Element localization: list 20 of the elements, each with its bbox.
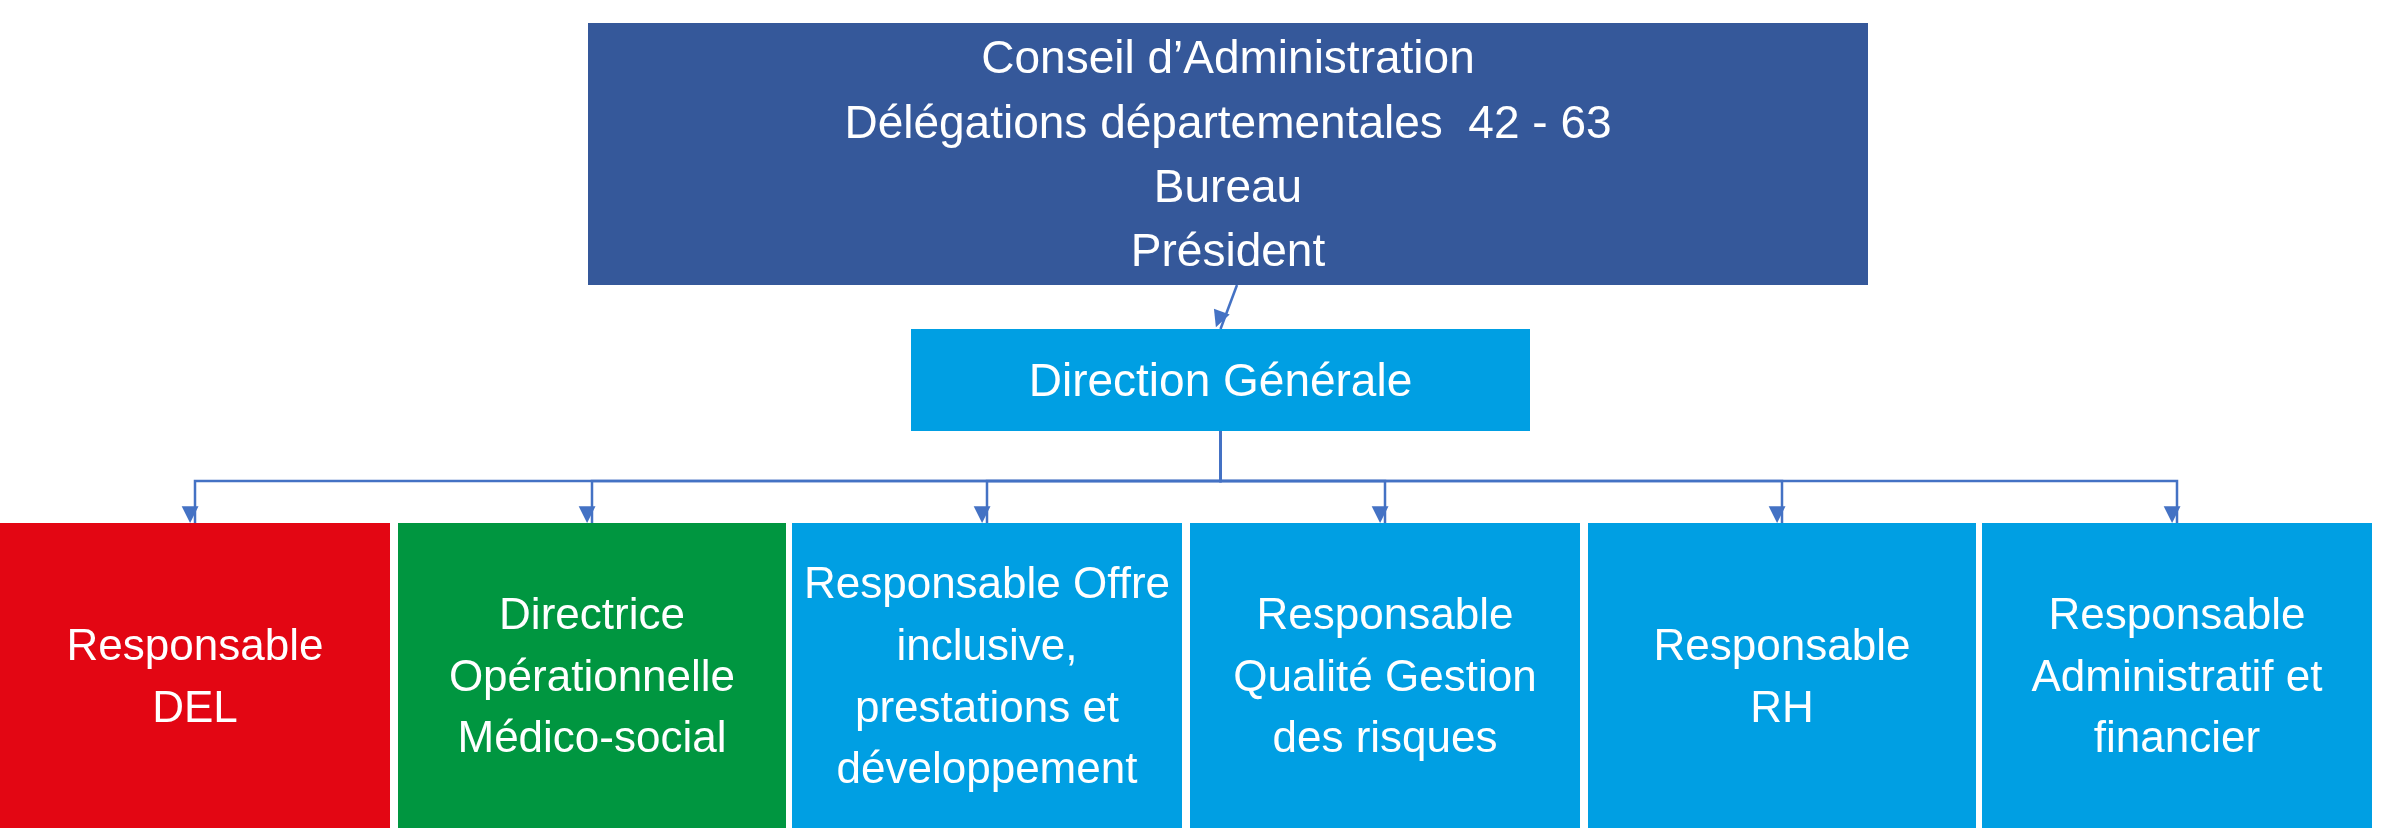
org-box [1982, 523, 2372, 828]
box-label: Responsable Qualité Gestion des risques [1232, 588, 1538, 764]
box-label: Bureau [1153, 159, 1303, 214]
box-label: Conseil d’Administration [981, 30, 1475, 86]
org-box [1190, 523, 1580, 828]
box-label: Directrice Opérationnelle Médico-social [447, 588, 737, 764]
org-box [1588, 523, 1976, 828]
box-label: Responsable Administratif et financier [2030, 588, 2324, 764]
box-label: Président [1130, 223, 1326, 279]
org-box [398, 523, 786, 828]
box-label: Direction Générale [1028, 352, 1413, 408]
org-box [911, 329, 1530, 431]
connector-arrow [1213, 284, 1239, 330]
box-label: Responsable Offre inclusive, prestations et développement [802, 557, 1172, 795]
box-label: Responsable DEL [65, 618, 325, 733]
org-box [588, 23, 1868, 285]
box-label: Responsable RH [1652, 618, 1912, 733]
box-label: Délégations départementales 42 - 63 [844, 94, 1612, 150]
org-box [0, 523, 390, 828]
org-box [792, 523, 1182, 828]
